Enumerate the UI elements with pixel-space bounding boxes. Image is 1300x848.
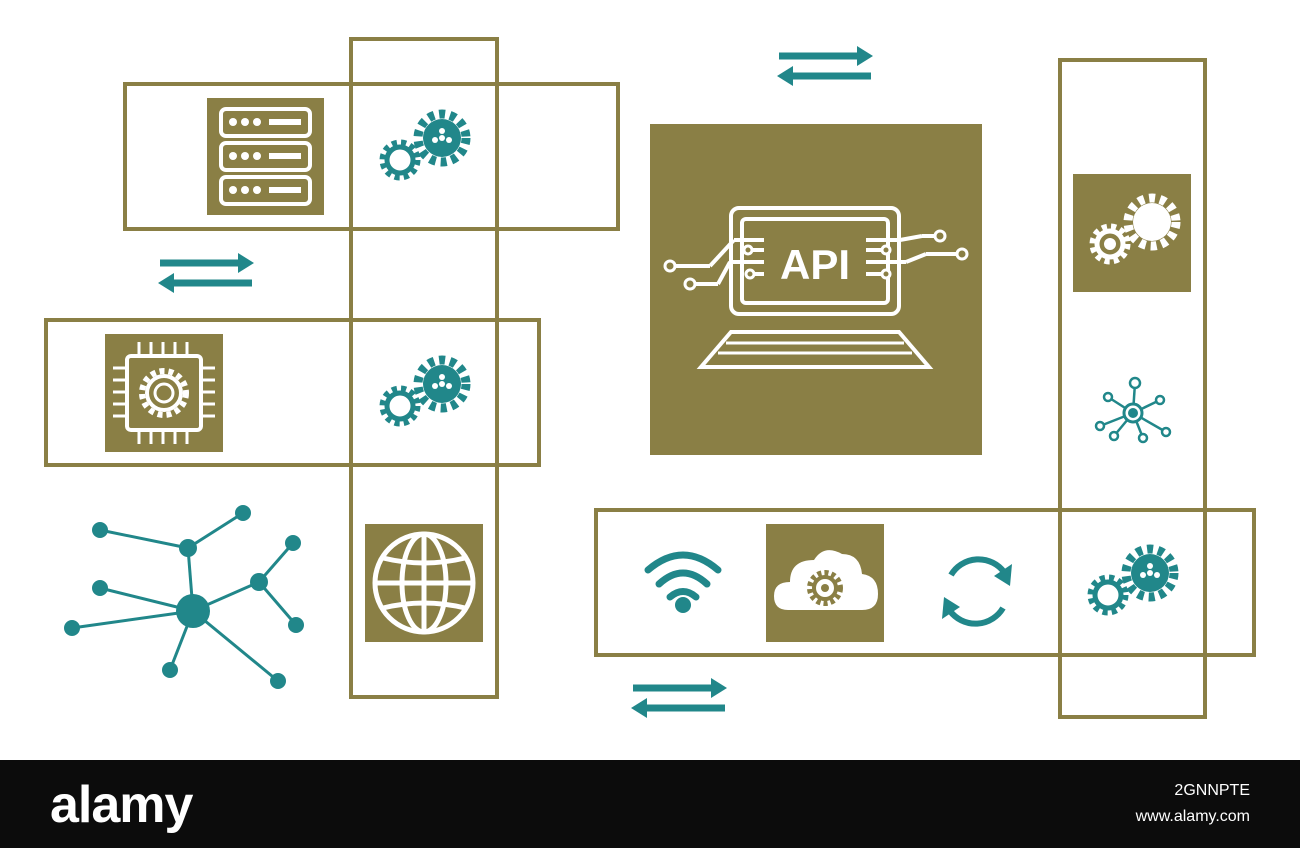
gears-icon [383, 114, 466, 177]
swap-arrows-icon [631, 678, 727, 718]
cpu-chip-gear-icon [105, 334, 223, 452]
refresh-cycle-icon [942, 556, 1012, 627]
watermark-image-id: 2GNNPTE [1174, 782, 1250, 799]
api-tile: API [650, 124, 982, 455]
swap-arrows-icon [777, 46, 873, 86]
gears-icon [383, 360, 466, 423]
swap-arrows-icon [158, 253, 254, 293]
hub-network-icon [1094, 376, 1172, 444]
network-nodes-icon [64, 505, 304, 689]
gears-icon [1073, 174, 1191, 292]
right-cross-outline [594, 58, 1256, 719]
cloud-gear-icon [766, 524, 884, 642]
api-label: API [780, 241, 850, 288]
server-rack-icon [207, 98, 324, 215]
globe-icon [365, 524, 483, 642]
gears-icon [1091, 549, 1174, 612]
watermark-site: www.alamy.com [1135, 808, 1250, 825]
left-cross-outline [44, 37, 620, 699]
wifi-icon [644, 551, 722, 613]
api-concept-diagram: API [44, 37, 1256, 760]
watermark-brand: alamy [50, 776, 193, 834]
watermark-bar: alamy 2GNNPTE www.alamy.com [0, 760, 1300, 848]
